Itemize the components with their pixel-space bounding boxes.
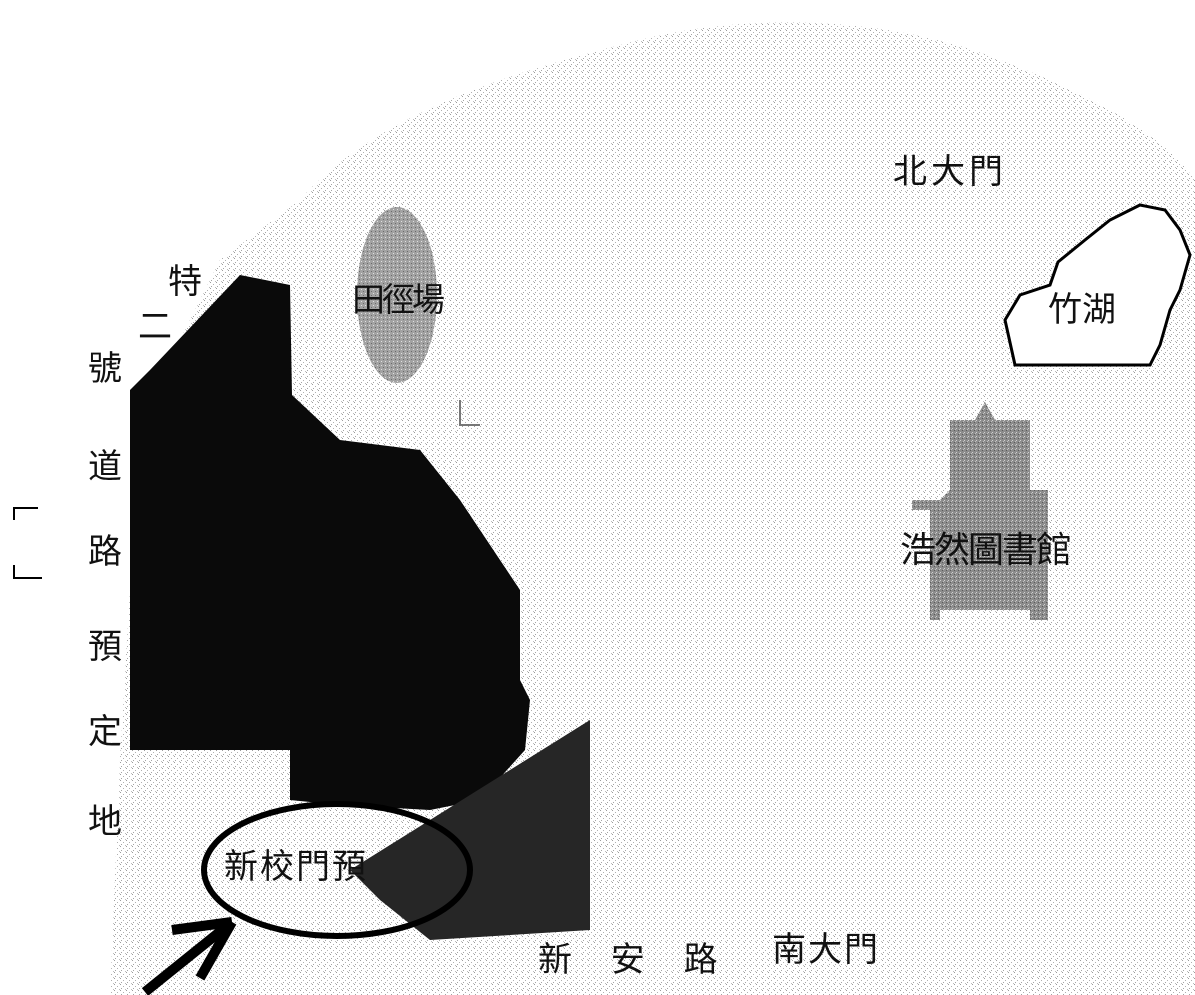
road-label-char-4: 預 [88, 627, 122, 667]
library-shape [912, 402, 1048, 620]
south-gate-label: 南大門 [772, 930, 880, 970]
road-label-char-1: 號 [88, 349, 122, 389]
road-label-char-te: 特 [168, 262, 202, 302]
track-field-bracket [459, 400, 480, 426]
library-label: 浩然圖書館 [900, 530, 1072, 571]
dark-triangle-block [350, 720, 590, 940]
arrow-icon [141, 917, 237, 995]
track-field-shape [357, 207, 437, 383]
track-field-label: 田徑場 [352, 280, 445, 319]
road-label-char-5: 定 [88, 712, 122, 752]
bamboo-lake-label: 竹湖 [1048, 290, 1116, 330]
dark-building-block [130, 275, 530, 810]
bamboo-lake-outline [1003, 203, 1192, 367]
road-label-char-3: 路 [88, 532, 122, 572]
corner-bracket-icon [13, 507, 42, 579]
xinan-road-label: 新 安 路 [538, 940, 732, 980]
new-gate-ellipse [201, 801, 473, 939]
road-label-char-er: 二 [138, 307, 172, 347]
new-gate-label: 新校門預 [224, 847, 368, 887]
road-label-char-6: 地 [88, 802, 122, 842]
north-gate-label: 北大門 [893, 152, 1007, 192]
road-label-char-2: 道 [88, 447, 122, 487]
